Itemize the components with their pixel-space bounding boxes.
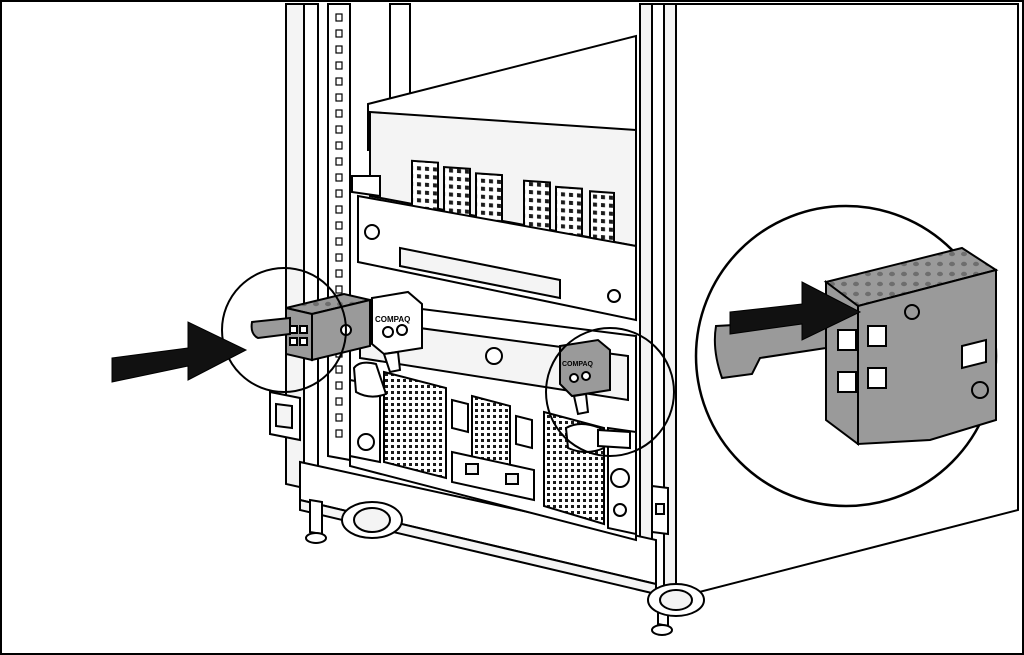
caster-wheel-icon (305, 498, 705, 636)
bracket-brand-label: COMPAQ (375, 315, 410, 324)
door-latch-icon (269, 390, 301, 442)
bracket-module-icon: COMPAQ (371, 290, 423, 374)
rail-holes-icon (335, 13, 343, 438)
hinge-bracket-icon (651, 484, 669, 536)
module-right-brand-label: COMPAQ (562, 361, 594, 368)
power-module-left-icon (250, 292, 371, 362)
insert-arrow-detail-icon (729, 281, 862, 341)
callout-circle-left-icon (221, 267, 347, 393)
power-module-right-icon: COMPAQ (559, 338, 611, 416)
zoom-detail-circle-icon (694, 204, 999, 508)
callout-circle-right-icon (545, 327, 675, 457)
server-rack-icon (349, 34, 637, 542)
insert-arrow-icon (111, 321, 248, 383)
